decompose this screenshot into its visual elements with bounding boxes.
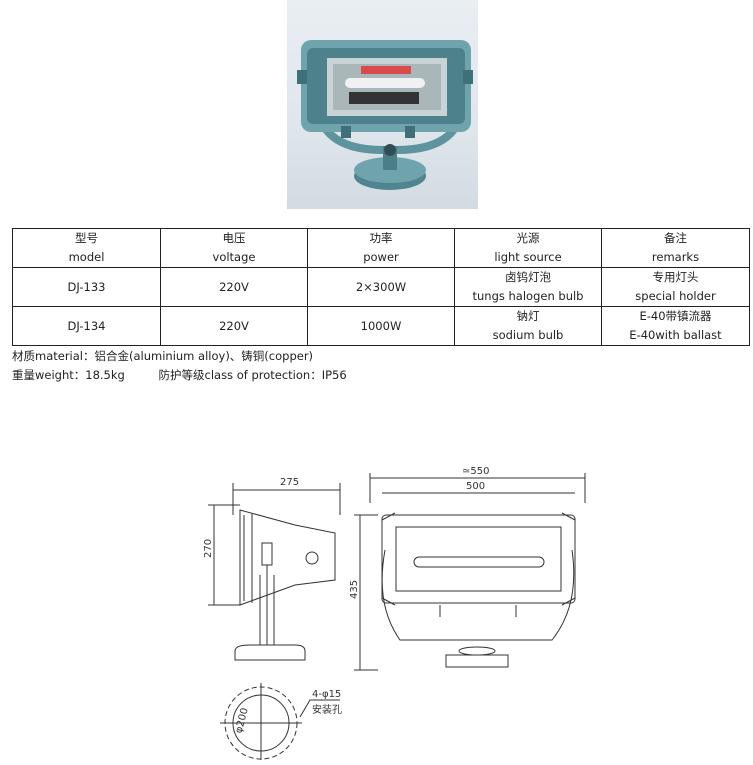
- header-remarks: 备注 remarks: [601, 228, 750, 268]
- header-voltage: 电压 voltage: [160, 228, 308, 268]
- product-photo: [287, 0, 478, 209]
- technical-drawing: 275 270 ≃550 500 435 φ200 4-φ15 安装孔: [200, 455, 600, 764]
- weight-note: 重量weight：18.5kg: [12, 368, 125, 382]
- cell-remarks: E-40带镇流器 E-40with ballast: [601, 306, 750, 346]
- table-row: DJ-133 220V 2×300W 卤钨灯泡 tungs halogen bu…: [12, 267, 750, 307]
- side-height-label: 270: [203, 539, 214, 558]
- spec-table: 型号 model 电压 voltage 功率 power 光源 light so…: [12, 228, 750, 346]
- cell-model: DJ-133: [12, 267, 161, 307]
- cell-model: DJ-134: [12, 306, 161, 346]
- table-row: DJ-134 220V 1000W 钠灯 sodium bulb E-40带镇流…: [12, 306, 750, 346]
- material-note: 材质material：铝合金(aluminium alloy)、铸铜(coppe…: [12, 349, 314, 363]
- cell-power: 2×300W: [307, 267, 455, 307]
- cell-light-source: 卤钨灯泡 tungs halogen bulb: [454, 267, 602, 307]
- cell-voltage: 220V: [160, 306, 308, 346]
- cell-voltage: 220V: [160, 267, 308, 307]
- overall-width-label: ≃550: [462, 466, 489, 477]
- weight-protection-note: 重量weight：18.5kg 防护等级class of protection：…: [12, 367, 347, 383]
- cell-power: 1000W: [307, 306, 455, 346]
- holes-label-2: 安装孔: [312, 703, 342, 716]
- table-header-row: 型号 model 电压 voltage 功率 power 光源 light so…: [12, 228, 750, 268]
- protection-note: 防护等级class of protection：IP56: [158, 368, 347, 382]
- header-model: 型号 model: [12, 228, 161, 268]
- header-power: 功率 power: [307, 228, 455, 268]
- body-width-label: 500: [466, 481, 485, 492]
- side-width-label: 275: [280, 477, 299, 488]
- overall-height-label: 435: [349, 580, 360, 599]
- cell-light-source: 钠灯 sodium bulb: [454, 306, 602, 346]
- header-light-source: 光源 light source: [454, 228, 602, 268]
- cell-remarks: 专用灯头 special holder: [601, 267, 750, 307]
- holes-label-1: 4-φ15: [312, 689, 341, 700]
